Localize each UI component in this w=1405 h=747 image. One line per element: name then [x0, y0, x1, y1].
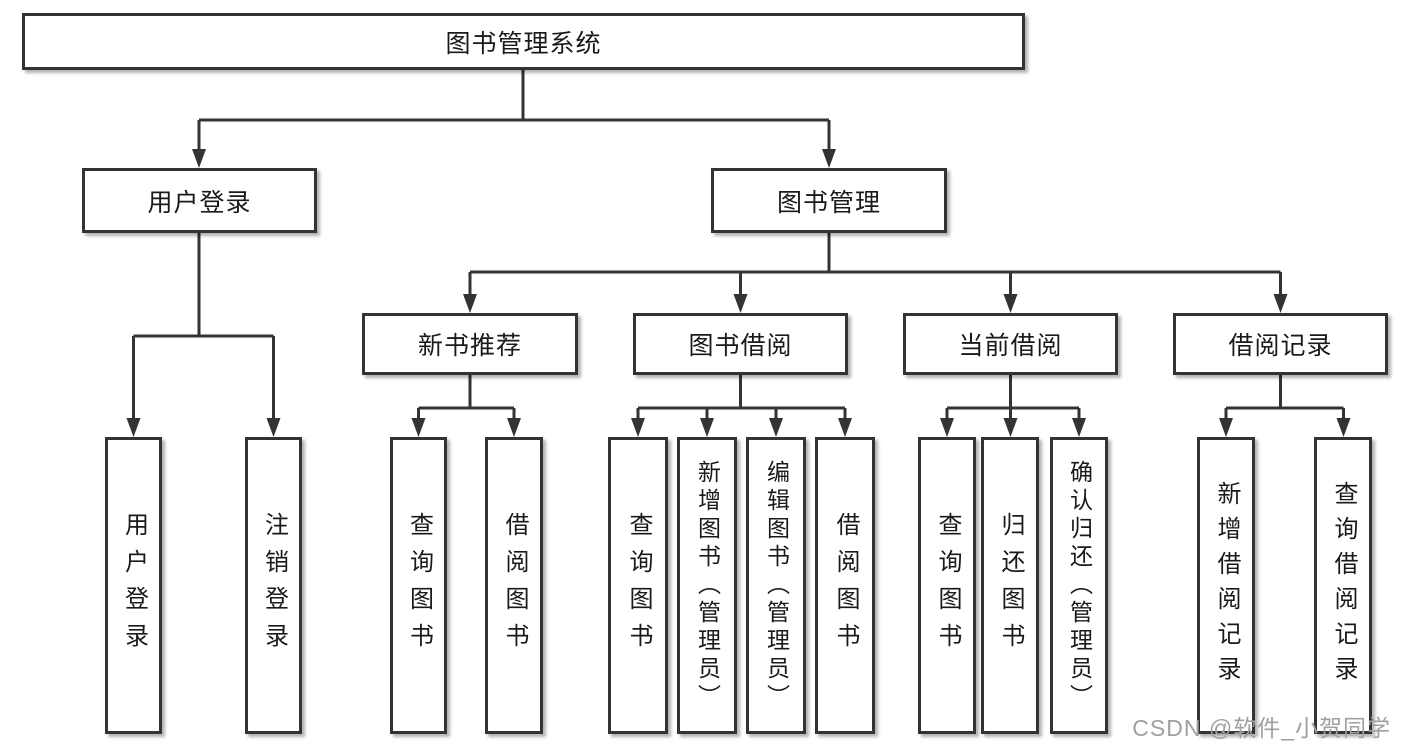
node-library-management-system: 图书管理系统 [22, 13, 1025, 70]
leaf-logout: 注销登录 [245, 437, 302, 734]
node-label: 借阅图书 [501, 511, 528, 660]
leaf-borrow-books-borrow: 借阅图书 [815, 437, 875, 734]
node-label: 用户登录 [120, 511, 148, 660]
node-label: 归还图书 [997, 511, 1024, 660]
node-label: 查询图书 [625, 511, 652, 660]
node-label: 图书管理 [776, 188, 881, 217]
leaf-edit-book-admin: 编辑图书（管理员） [746, 437, 806, 734]
node-user-login: 用户登录 [82, 168, 317, 233]
leaf-add-book-admin: 新增图书（管理员） [677, 437, 737, 734]
node-label: 查询借阅记录 [1330, 480, 1357, 691]
leaf-query-books-current: 查询图书 [918, 437, 976, 734]
leaf-query-books-borrow: 查询图书 [608, 437, 668, 734]
node-book-management: 图书管理 [711, 168, 947, 233]
node-label: 用户登录 [147, 188, 252, 217]
node-label: 新增图书（管理员） [694, 459, 721, 712]
node-current-borrowing: 当前借阅 [903, 313, 1118, 375]
node-label: 图书借阅 [688, 332, 793, 360]
node-label: 借阅图书 [832, 511, 859, 660]
node-label: 新书推荐 [417, 332, 522, 360]
leaf-user-login: 用户登录 [105, 437, 162, 734]
node-label: 确认归还（管理员） [1066, 459, 1093, 712]
node-book-borrowing: 图书借阅 [633, 313, 848, 375]
node-label: 注销登录 [260, 511, 288, 660]
leaf-confirm-return-admin: 确认归还（管理员） [1050, 437, 1108, 734]
node-new-book-recommend: 新书推荐 [362, 313, 578, 375]
leaf-borrow-books-newbook: 借阅图书 [485, 437, 543, 734]
node-label: 当前借阅 [958, 332, 1063, 360]
csdn-watermark: CSDN @软件_小贺同学 [1132, 715, 1391, 741]
node-label: 查询图书 [405, 511, 433, 660]
leaf-query-borrow-record: 查询借阅记录 [1314, 437, 1372, 734]
node-label: 编辑图书（管理员） [763, 459, 790, 712]
node-label: 借阅记录 [1228, 332, 1333, 360]
leaf-add-borrow-record: 新增借阅记录 [1197, 437, 1255, 734]
node-borrowing-records: 借阅记录 [1173, 313, 1388, 375]
node-label: 新增借阅记录 [1213, 480, 1240, 691]
node-label: 查询图书 [934, 511, 961, 660]
leaf-return-books: 归还图书 [981, 437, 1039, 734]
node-label: 图书管理系统 [445, 29, 602, 58]
leaf-query-books-newbook: 查询图书 [390, 437, 447, 734]
